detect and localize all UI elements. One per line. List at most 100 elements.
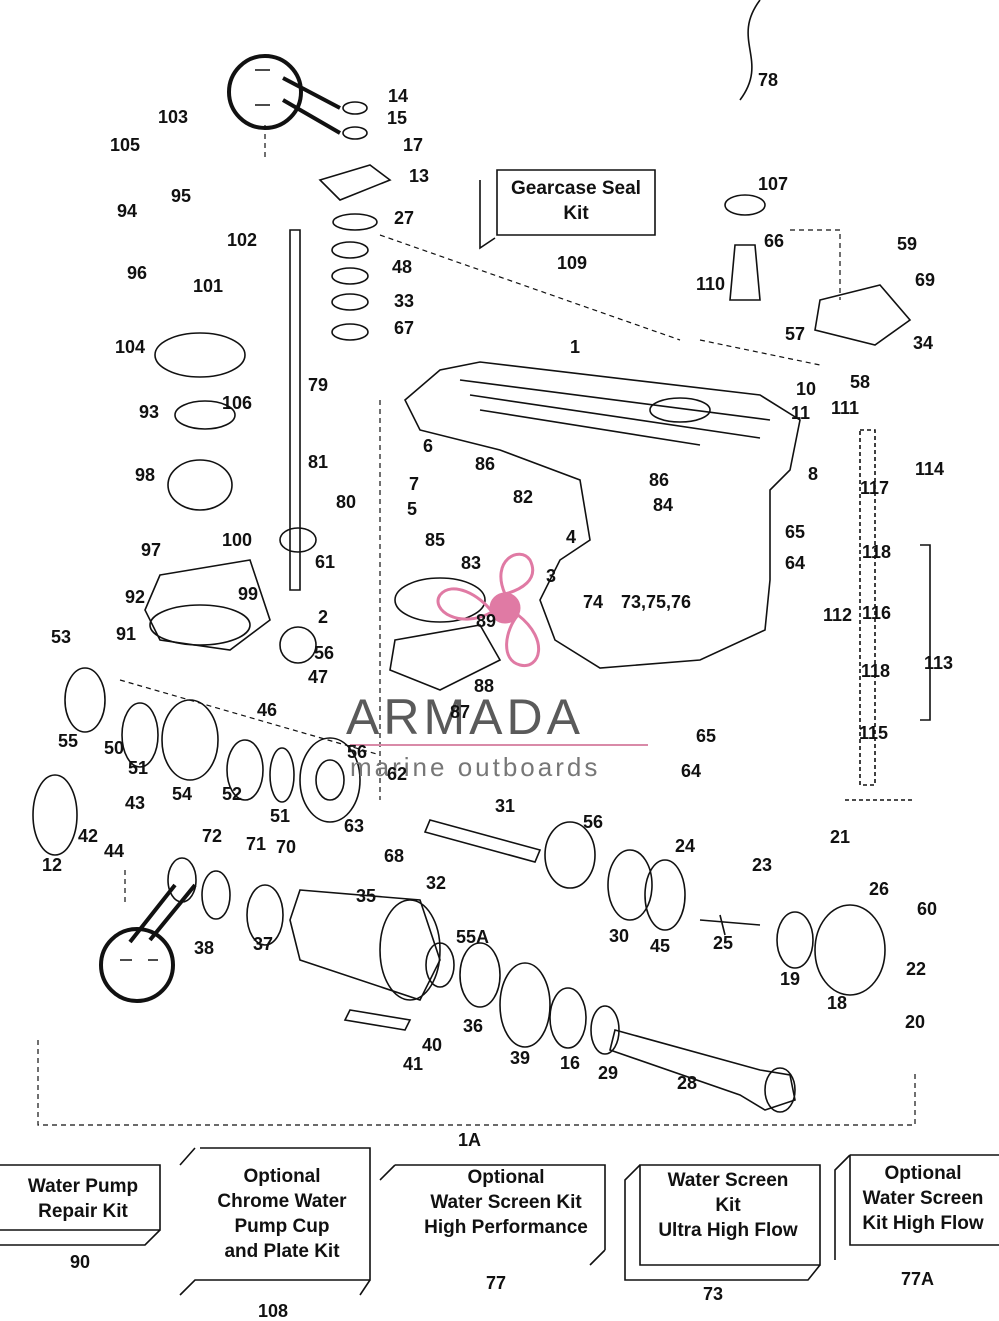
- part-label: 99: [238, 584, 259, 604]
- part-label: 55A: [456, 927, 490, 947]
- part-label: 81: [308, 452, 329, 472]
- part-label: 111: [831, 398, 860, 418]
- part-label: 63: [344, 816, 365, 836]
- part-label: 6: [423, 436, 434, 456]
- part-label: 80: [336, 492, 357, 512]
- part-label: 11: [791, 403, 811, 423]
- kit-number: 90: [70, 1252, 91, 1272]
- part-label: 42: [78, 826, 99, 846]
- part-label: 102: [227, 230, 258, 250]
- part-label: 22: [906, 959, 927, 979]
- part-label: 45: [650, 936, 671, 956]
- part-label: 51: [270, 806, 291, 826]
- part-label: 70: [276, 837, 297, 857]
- part-label: 60: [917, 899, 938, 919]
- part-label: 96: [127, 263, 148, 283]
- part-label: 95: [171, 186, 192, 206]
- part-label: 89: [476, 611, 497, 631]
- part-label: 19: [780, 969, 801, 989]
- part-label: 18: [827, 993, 848, 1013]
- kit-chrome-water-pump-cup: Optional Chrome Water Pump Cup and Plate…: [217, 1166, 347, 1262]
- part-label: 39: [510, 1048, 531, 1068]
- part-label: 2: [318, 607, 329, 627]
- part-label: 1: [570, 337, 581, 357]
- part-label: 87: [450, 702, 471, 722]
- part-label: 46: [257, 700, 278, 720]
- part-label: 62: [387, 764, 408, 784]
- part-label: 28: [677, 1073, 698, 1093]
- part-label: 56: [347, 742, 368, 762]
- part-label: 23: [752, 855, 773, 875]
- part-label: 24: [675, 836, 696, 856]
- part-label: 52: [222, 784, 243, 804]
- part-label: 71: [246, 834, 267, 854]
- part-label: 114: [915, 459, 945, 479]
- part-label: 101: [193, 276, 224, 296]
- part-label: 7: [409, 474, 420, 494]
- part-label: 112: [823, 605, 853, 625]
- part-label: 13: [409, 166, 430, 186]
- bearing-housing: [289, 889, 441, 1001]
- kit-water-screen-high-performance: Optional Water Screen Kit High Performan…: [424, 1167, 588, 1238]
- part-label: 88: [474, 676, 495, 696]
- part-label: 51: [128, 758, 149, 778]
- impeller: [167, 459, 233, 511]
- part-label: 12: [42, 855, 63, 875]
- part-label: 3: [546, 566, 557, 586]
- part-label: 78: [758, 70, 779, 90]
- part-label: 17: [403, 135, 424, 155]
- part-label: 105: [110, 135, 141, 155]
- part-label: 15: [387, 108, 408, 128]
- part-label: 86: [649, 470, 670, 490]
- part-label: 36: [463, 1016, 484, 1036]
- part-label: 68: [384, 846, 405, 866]
- part-label: 40: [422, 1035, 443, 1055]
- part-label: 103: [158, 107, 189, 127]
- kit-number: 77: [486, 1273, 507, 1293]
- watermark-brand: ARMADA: [346, 689, 584, 745]
- part-label: 83: [461, 553, 482, 573]
- pump-cup: [174, 400, 236, 430]
- kit-number: 109: [557, 253, 588, 273]
- part-label: 38: [194, 938, 215, 958]
- part-label: 84: [653, 495, 674, 515]
- part-label: 30: [609, 926, 630, 946]
- part-label: 37: [253, 934, 274, 954]
- part-label: 67: [394, 318, 415, 338]
- part-label: 118: [861, 661, 891, 681]
- gearcase-housing: [404, 361, 801, 669]
- part-label: 69: [915, 270, 936, 290]
- propeller-shaft: [609, 1029, 796, 1111]
- kit-water-pump-repair: Water Pump Repair Kit: [27, 1176, 139, 1222]
- part-label: 79: [308, 375, 329, 395]
- part-label: 32: [426, 873, 447, 893]
- part-label: 14: [388, 86, 409, 106]
- part-label: 21: [830, 827, 851, 847]
- part-label: 72: [202, 826, 223, 846]
- part-label: 118: [862, 542, 892, 562]
- armada-logo-icon: [436, 552, 540, 667]
- part-label: 1A: [458, 1130, 482, 1150]
- impeller-housing: [154, 332, 246, 378]
- part-label: 86: [475, 454, 496, 474]
- part-label: 117: [860, 478, 890, 498]
- part-label: 91: [116, 624, 137, 644]
- part-label: 48: [392, 257, 413, 277]
- part-label: 65: [696, 726, 717, 746]
- part-label: 31: [495, 796, 516, 816]
- part-label: 64: [681, 761, 702, 781]
- part-label: 107: [758, 174, 789, 194]
- watermark-tagline: marine outboards: [350, 752, 601, 782]
- part-label: 116: [862, 603, 892, 623]
- watermark-divider: [350, 744, 648, 746]
- part-label: 58: [850, 372, 871, 392]
- part-label: 94: [117, 201, 138, 221]
- part-label: 44: [104, 841, 125, 861]
- part-label: 93: [139, 402, 160, 422]
- reverse-gear: [814, 904, 886, 996]
- part-label: 4: [566, 527, 577, 547]
- part-label: 34: [913, 333, 934, 353]
- part-label: 43: [125, 793, 146, 813]
- forward-gear: [299, 737, 361, 823]
